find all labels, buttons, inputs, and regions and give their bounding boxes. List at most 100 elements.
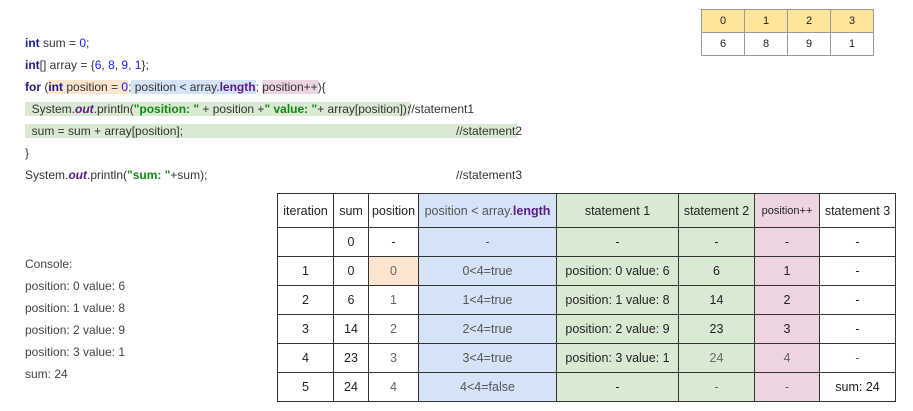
code-text: sum = sum + array[position];: [25, 124, 184, 138]
array-table: 0 1 2 3 6 8 9 1: [701, 9, 874, 56]
comment-statement1: //statement1: [408, 102, 475, 116]
cell-increment: -: [754, 227, 820, 257]
cell-statement-2: 14: [678, 285, 755, 315]
trace-row: 3 14 2 2<4=true position: 2 value: 9 23 …: [277, 314, 896, 344]
header-statement-2: statement 2: [678, 193, 755, 228]
trace-row: 4 23 3 3<4=true position: 3 value: 1 24 …: [277, 343, 896, 373]
out-field: out: [75, 102, 94, 116]
code-text: ){: [317, 80, 326, 94]
cell-statement-3: -: [819, 256, 896, 286]
cell-increment: 4: [754, 343, 820, 373]
trace-table: iteration sum position position < array.…: [277, 193, 896, 402]
code-text: .println(: [93, 102, 134, 116]
array-index: 1: [744, 9, 788, 33]
cell-sum: 14: [333, 314, 369, 344]
number-literal: 1: [134, 58, 142, 72]
header-statement-1: statement 1: [556, 193, 679, 228]
cell-position: 4: [368, 372, 419, 402]
cell-statement-3: -: [819, 343, 896, 373]
cell-sum: 23: [333, 343, 369, 373]
cell-iteration: 5: [277, 372, 334, 402]
header-condition-length: length: [512, 203, 551, 218]
cell-statement-1: position: 3 value: 1: [556, 343, 679, 373]
statement-2-highlight: sum = sum + array[position];: [25, 124, 517, 138]
array-value: 8: [744, 32, 788, 56]
number-literal: 0: [121, 80, 129, 94]
number-literal: 0: [79, 36, 87, 50]
number-literal: 8: [108, 58, 115, 72]
cell-statement-2: 6: [678, 256, 755, 286]
string-literal: " value: ": [264, 102, 318, 116]
cell-iteration: 4: [277, 343, 334, 373]
code-text: ;: [86, 36, 90, 50]
cell-position: 0: [368, 256, 419, 286]
statement-1-highlight: System.out.println("position: " + positi…: [25, 102, 411, 116]
cell-statement-1: -: [556, 227, 679, 257]
code-text: [] array = {: [39, 58, 95, 72]
cell-sum: 0: [333, 227, 369, 257]
code-line-4: System.out.println("position: " + positi…: [25, 102, 411, 116]
header-condition: position < array.length: [418, 193, 557, 228]
code-text: (: [41, 80, 49, 94]
array-value: 9: [787, 32, 831, 56]
trace-header-row: iteration sum position position < array.…: [277, 193, 896, 228]
console-line: position: 0 value: 6: [25, 279, 126, 293]
header-statement-3: statement 3: [819, 193, 896, 228]
code-text: ;: [255, 80, 263, 94]
cell-condition: 0<4=true: [418, 256, 557, 286]
code-text: sum =: [39, 36, 80, 50]
code-line-2: int[] array = {6, 8, 9, 1};: [25, 58, 149, 72]
cell-sum: 6: [333, 285, 369, 315]
cell-increment: -: [754, 372, 820, 402]
keyword: int: [25, 58, 40, 72]
code-text: + array[position]);: [317, 102, 411, 116]
length-field: length: [219, 80, 256, 94]
header-position: position: [368, 193, 419, 228]
console-line: position: 1 value: 8: [25, 301, 126, 315]
string-literal: "position: ": [133, 102, 200, 116]
cell-position: 2: [368, 314, 419, 344]
console-line: position: 2 value: 9: [25, 323, 126, 337]
cell-position: -: [368, 227, 419, 257]
code-line-3: for (int position = 0; position < array.…: [25, 80, 326, 94]
code-text: System.: [25, 168, 69, 182]
code-line-5: sum = sum + array[position];: [25, 124, 517, 138]
array-value: 6: [701, 32, 745, 56]
array-value-row: 6 8 9 1: [701, 32, 874, 56]
array-index-row: 0 1 2 3: [701, 9, 874, 33]
cell-iteration: 3: [277, 314, 334, 344]
cell-statement-2: -: [678, 227, 755, 257]
loop-condition: position < array.length: [131, 80, 256, 94]
cell-position: 3: [368, 343, 419, 373]
string-literal: "sum: ": [127, 168, 171, 182]
cell-condition: -: [418, 227, 557, 257]
cell-statement-3: -: [819, 227, 896, 257]
cell-condition: 3<4=true: [418, 343, 557, 373]
cell-statement-1: position: 1 value: 8: [556, 285, 679, 315]
code-text: + position +: [199, 102, 265, 116]
console-title: Console:: [25, 257, 73, 271]
code-text: position =: [63, 80, 122, 94]
cell-statement-1: -: [556, 372, 679, 402]
cell-statement-3: -: [819, 285, 896, 315]
cell-statement-1: position: 0 value: 6: [556, 256, 679, 286]
cell-position: 1: [368, 285, 419, 315]
keyword: int: [25, 36, 40, 50]
cell-increment: 2: [754, 285, 820, 315]
cell-sum: 0: [333, 256, 369, 286]
comment-statement3: //statement3: [456, 168, 523, 182]
header-condition-text: position < array.: [424, 203, 513, 218]
code-line-6: }: [25, 146, 30, 160]
header-sum: sum: [333, 193, 369, 228]
code-text: };: [141, 58, 149, 72]
trace-row: 2 6 1 1<4=true position: 1 value: 8 14 2…: [277, 285, 896, 315]
code-text: System.: [25, 102, 76, 116]
cell-statement-3: sum: 24: [819, 372, 896, 402]
console-line: sum: 24: [25, 367, 68, 381]
comment-statement2: //statement2: [456, 124, 523, 138]
header-iteration: iteration: [277, 193, 334, 228]
trace-row: 0 - - - - - -: [277, 227, 896, 257]
keyword-for: for: [25, 80, 41, 94]
cell-iteration: 1: [277, 256, 334, 286]
array-value: 1: [830, 32, 874, 56]
